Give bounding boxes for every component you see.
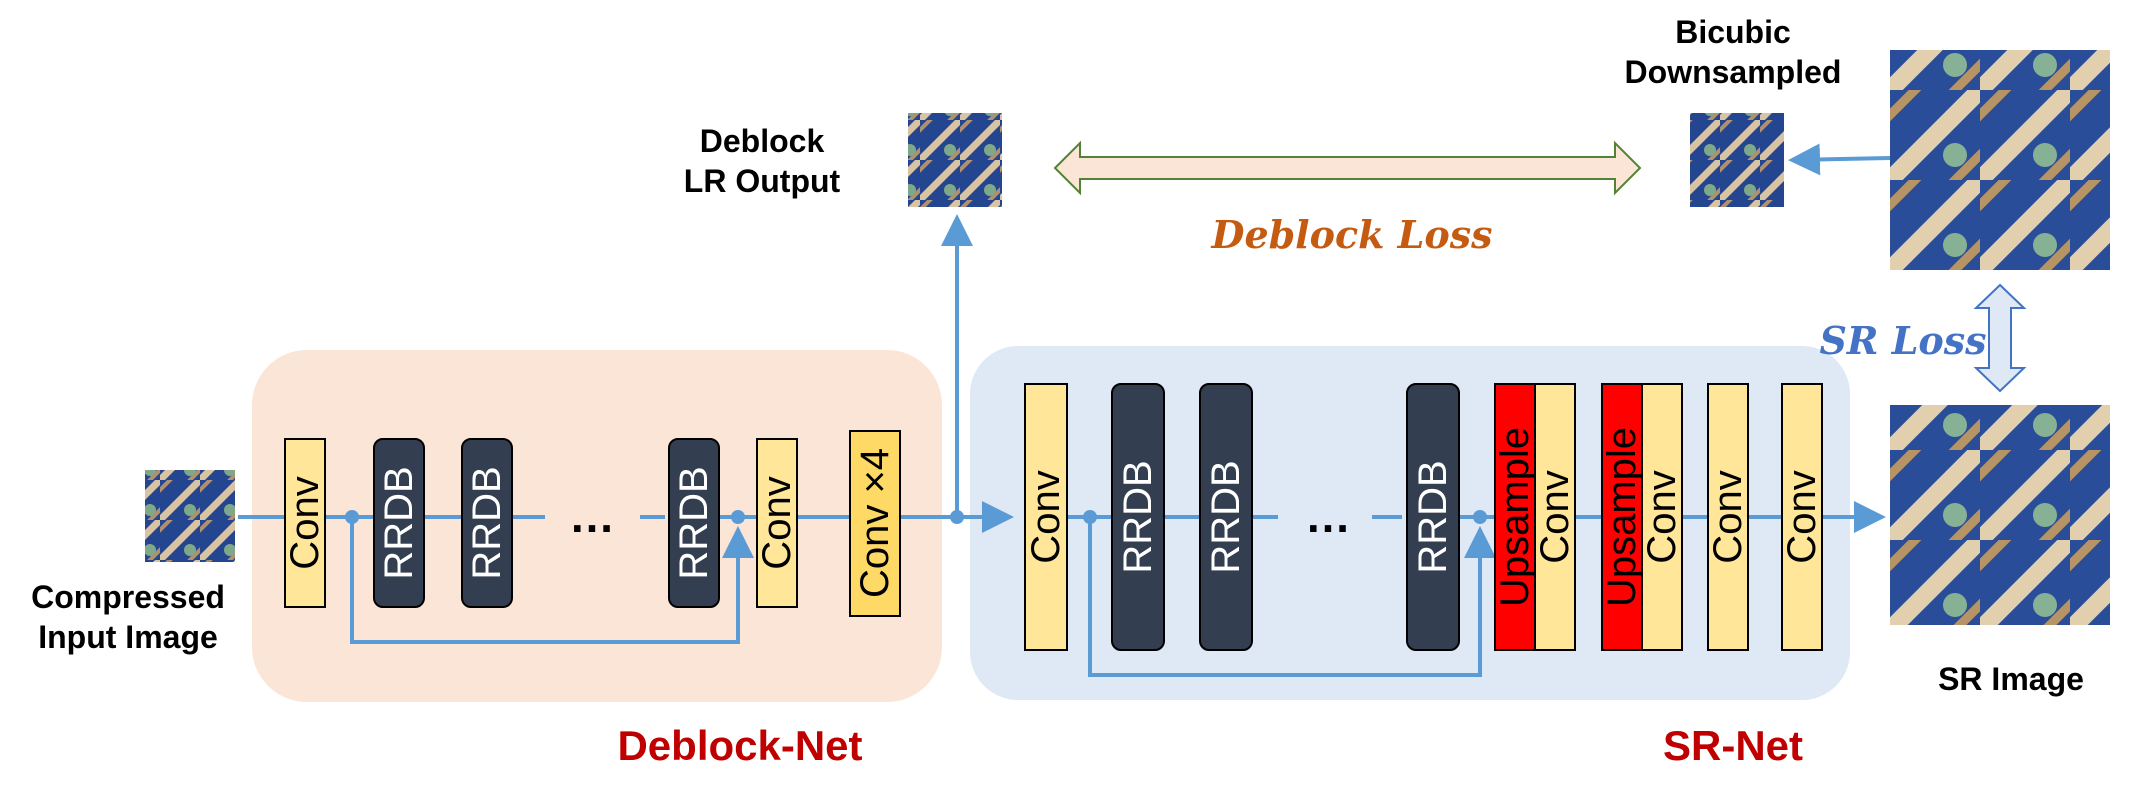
svg-text:Conv: Conv [1640,470,1684,563]
svg-text:Conv: Conv [1533,470,1577,563]
sr-output-image [1890,405,2110,625]
conv-block-s1: Conv [1024,383,1068,651]
svg-text:RRDB: RRDB [672,466,716,579]
rrdb-block-d1: RRDB [373,438,425,608]
svg-text:RRDB: RRDB [377,466,421,579]
sr-loss-label: SR Loss [1819,318,1986,363]
rrdb-block-s3: RRDB [1406,383,1460,651]
conv-x4-block: Conv ×4 [849,430,901,617]
deblock-lr-output-image [908,113,1002,207]
svg-text:Conv: Conv [1024,470,1068,563]
ellipsis-s: … [1305,490,1351,542]
conv-block-d2: Conv [755,438,799,608]
deblock-net-title: Deblock-Net [617,722,862,769]
svg-text:Conv: Conv [1780,470,1824,563]
deblock-loss-label: Deblock Loss [1210,212,1492,257]
svg-text:RRDB: RRDB [1204,460,1248,573]
conv-block-d1: Conv [283,438,327,608]
svg-text:Upsample: Upsample [1600,427,1644,607]
compressed-label-line1: Compressed [31,579,225,615]
svg-text:Conv: Conv [755,476,799,569]
ellipsis-d: … [569,490,615,542]
rrdb-block-d3: RRDB [668,438,720,608]
compressed-input-image [145,470,235,562]
deblock-label-line2: LR Output [684,163,841,199]
upsample-block-2: Upsample [1600,383,1644,651]
sr-loss-arrow [1973,283,2027,393]
sr-net-title: SR-Net [1663,722,1803,769]
conv-block-s5: Conv [1780,383,1824,651]
hr-image [1890,50,2110,270]
bicubic-label-line2: Downsampled [1625,54,1842,90]
svg-text:Conv ×4: Conv ×4 [853,448,897,598]
conv-block-s2: Conv [1533,383,1577,651]
rrdb-block-d2: RRDB [461,438,513,608]
svg-text:RRDB: RRDB [1411,460,1455,573]
svg-text:RRDB: RRDB [1116,460,1160,573]
svg-text:Conv: Conv [283,476,327,569]
deblock-label-line1: Deblock [700,123,825,159]
conv-block-s4: Conv [1706,383,1750,651]
compressed-label-line2: Input Image [38,619,218,655]
rrdb-block-s1: RRDB [1111,383,1165,651]
deblock-loss-arrow [1053,140,1642,196]
junction-dots [345,510,1487,524]
bicubic-downsampled-image [1690,113,1784,207]
svg-text:Upsample: Upsample [1493,427,1537,607]
svg-text:Conv: Conv [1706,470,1750,563]
bicubic-label-line1: Bicubic [1675,14,1791,50]
svg-text:RRDB: RRDB [465,466,509,579]
sr-image-label: SR Image [1938,661,2084,697]
conv-block-s3: Conv [1640,383,1684,651]
rrdb-block-s2: RRDB [1199,383,1253,651]
upsample-block-1: Upsample [1493,383,1537,651]
